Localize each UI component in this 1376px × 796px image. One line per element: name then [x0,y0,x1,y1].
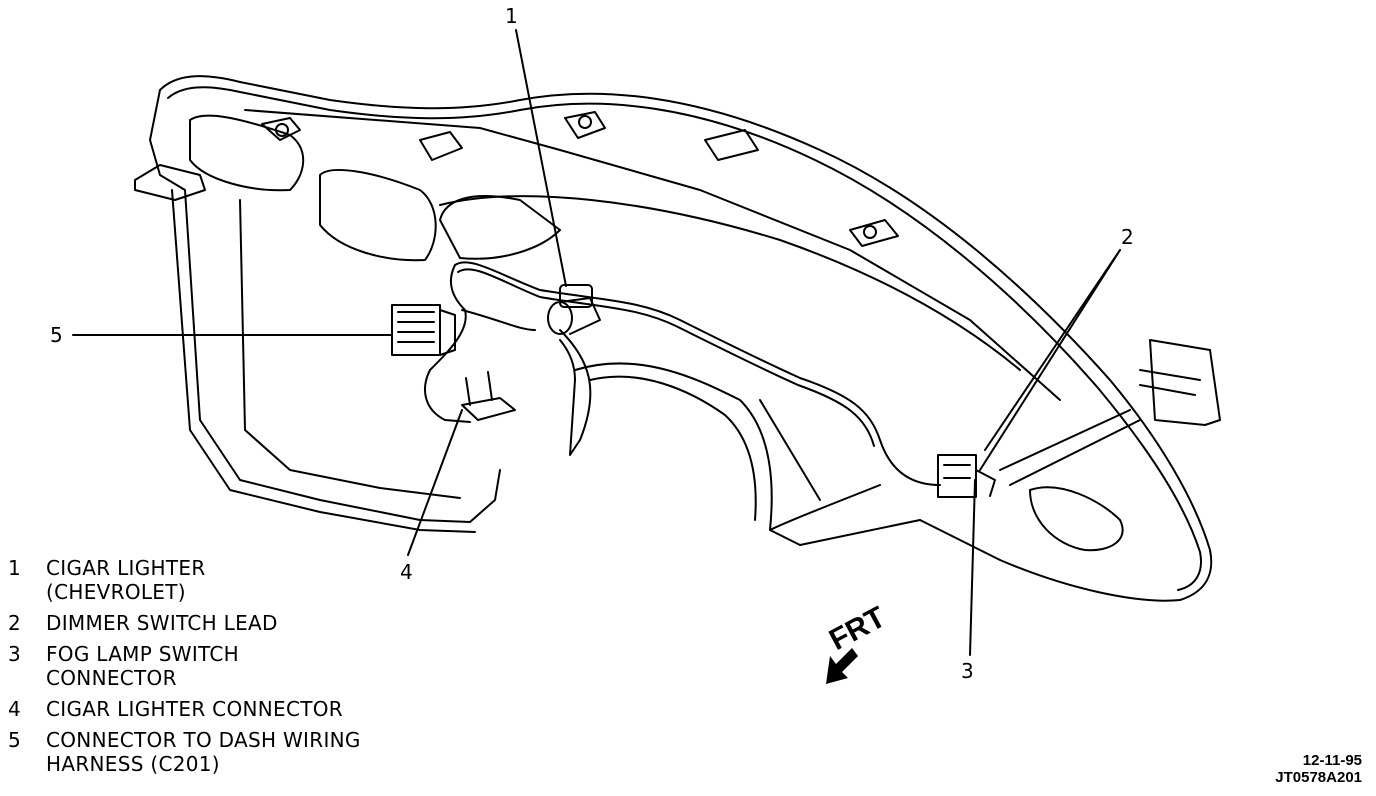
legend-number: 2 [8,611,22,635]
callout-1: 1 [505,4,518,28]
legend-item: 1 CIGAR LIGHTER (CHEVROLET) [8,556,361,604]
cigar-lighter-connector [461,371,516,421]
legend-item: 5 CONNECTOR TO DASH WIRING HARNESS (C201… [8,728,361,776]
callout-5: 5 [50,323,63,347]
callout-4: 4 [400,560,413,584]
legend-text: CIGAR LIGHTER CONNECTOR [46,697,343,721]
legend-number: 1 [8,556,22,580]
front-direction-indicator: FRT [822,601,922,692]
leader-1 [515,29,567,287]
leader-2 [984,249,1121,451]
callout-2: 2 [1121,225,1134,249]
arrow-down-left-icon [826,648,858,684]
legend-number: 4 [8,697,22,721]
legend-item: 2 DIMMER SWITCH LEAD [8,611,361,635]
leader-lines [72,29,1121,656]
legend-number: 3 [8,642,22,666]
legend: 1 CIGAR LIGHTER (CHEVROLET) 2 DIMMER SWI… [8,556,361,783]
callout-3: 3 [961,659,974,683]
leader-4 [407,409,463,556]
legend-text: DIMMER SWITCH LEAD [46,611,278,635]
legend-item: 3 FOG LAMP SWITCH CONNECTOR [8,642,361,690]
fog-lamp-switch-connector [937,454,996,498]
leader-3 [969,479,976,656]
legend-text: CIGAR LIGHTER (CHEVROLET) [46,556,206,604]
dash-outline [134,75,1221,602]
figure-stamp: 12-11-95 JT0578A201 [1275,752,1362,786]
cigar-lighter [547,284,601,335]
legend-number: 5 [8,728,22,752]
legend-text: CONNECTOR TO DASH WIRING HARNESS (C201) [46,728,361,776]
leader-2b [979,249,1121,471]
stamp-figure-id: JT0578A201 [1275,769,1362,786]
legend-item: 4 CIGAR LIGHTER CONNECTOR [8,697,361,721]
legend-text: FOG LAMP SWITCH CONNECTOR [46,642,239,690]
c201-connector [391,304,456,356]
wiring-harness [424,261,941,486]
stamp-date: 12-11-95 [1302,752,1362,769]
